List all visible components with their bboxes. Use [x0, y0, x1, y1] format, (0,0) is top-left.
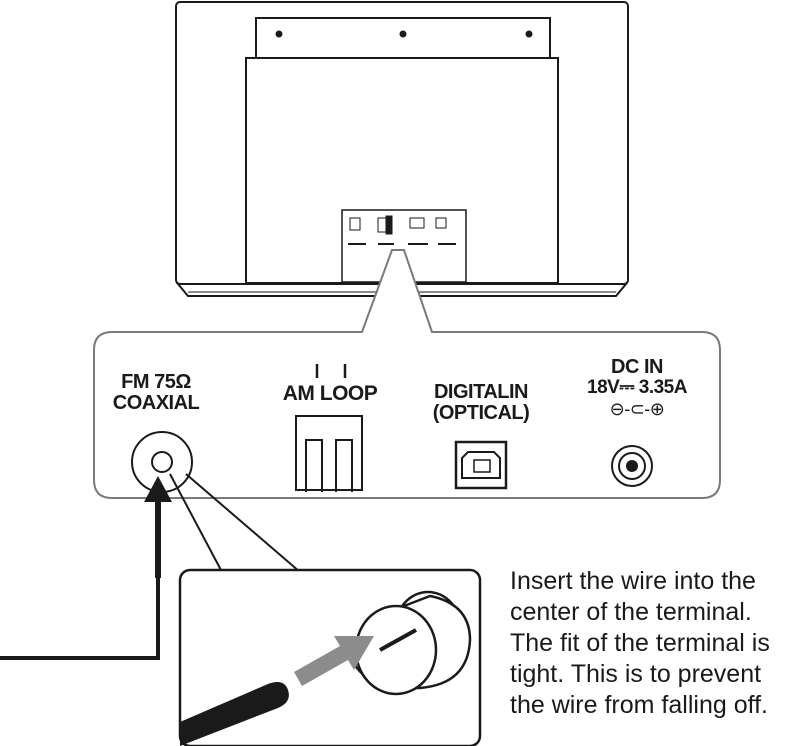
- polarity-symbol: ⊖-⊂-⊕: [609, 398, 665, 419]
- fm-wire: [0, 476, 172, 660]
- dc-label-line1: DC IN: [611, 356, 663, 378]
- dc-in-label: DC IN 18V⎓ 3.35A ⊖-⊂-⊕: [568, 357, 706, 419]
- instruction-text: Insert the wire into the center of the t…: [510, 566, 806, 721]
- fm-label-line1: FM 75Ω: [121, 371, 191, 393]
- fm-coaxial-label: FM 75Ω COAXIAL: [96, 372, 216, 414]
- dc-label-line2: 18V⎓ 3.35A: [587, 377, 687, 398]
- digital-in-label: DIGITALIN (OPTICAL): [406, 382, 556, 424]
- terminal-panel-callout: [93, 249, 721, 499]
- fm-label-line2: COAXIAL: [112, 392, 200, 414]
- am-loop-terminal: [295, 364, 363, 492]
- zoomed-inset: [178, 568, 482, 746]
- zoom-lines: [169, 473, 301, 573]
- instruction-line-2: center of the terminal.: [510, 598, 752, 626]
- optical-terminal: [454, 440, 508, 490]
- insert-arrow: [294, 636, 374, 686]
- digital-label-line2: (OPTICAL): [432, 402, 530, 424]
- instruction-line-4: tight. This is to prevent: [510, 660, 762, 688]
- instruction-line-1: Insert the wire into the: [510, 567, 756, 595]
- cable: [180, 682, 289, 746]
- dc-in-terminal: [611, 445, 653, 487]
- am-loop-label: AM LOOP: [282, 382, 378, 405]
- instruction-line-3: The fit of the terminal is: [510, 629, 770, 657]
- digital-label-line1: DIGITALIN: [433, 381, 529, 403]
- instruction-line-5: the wire from falling off.: [510, 691, 768, 719]
